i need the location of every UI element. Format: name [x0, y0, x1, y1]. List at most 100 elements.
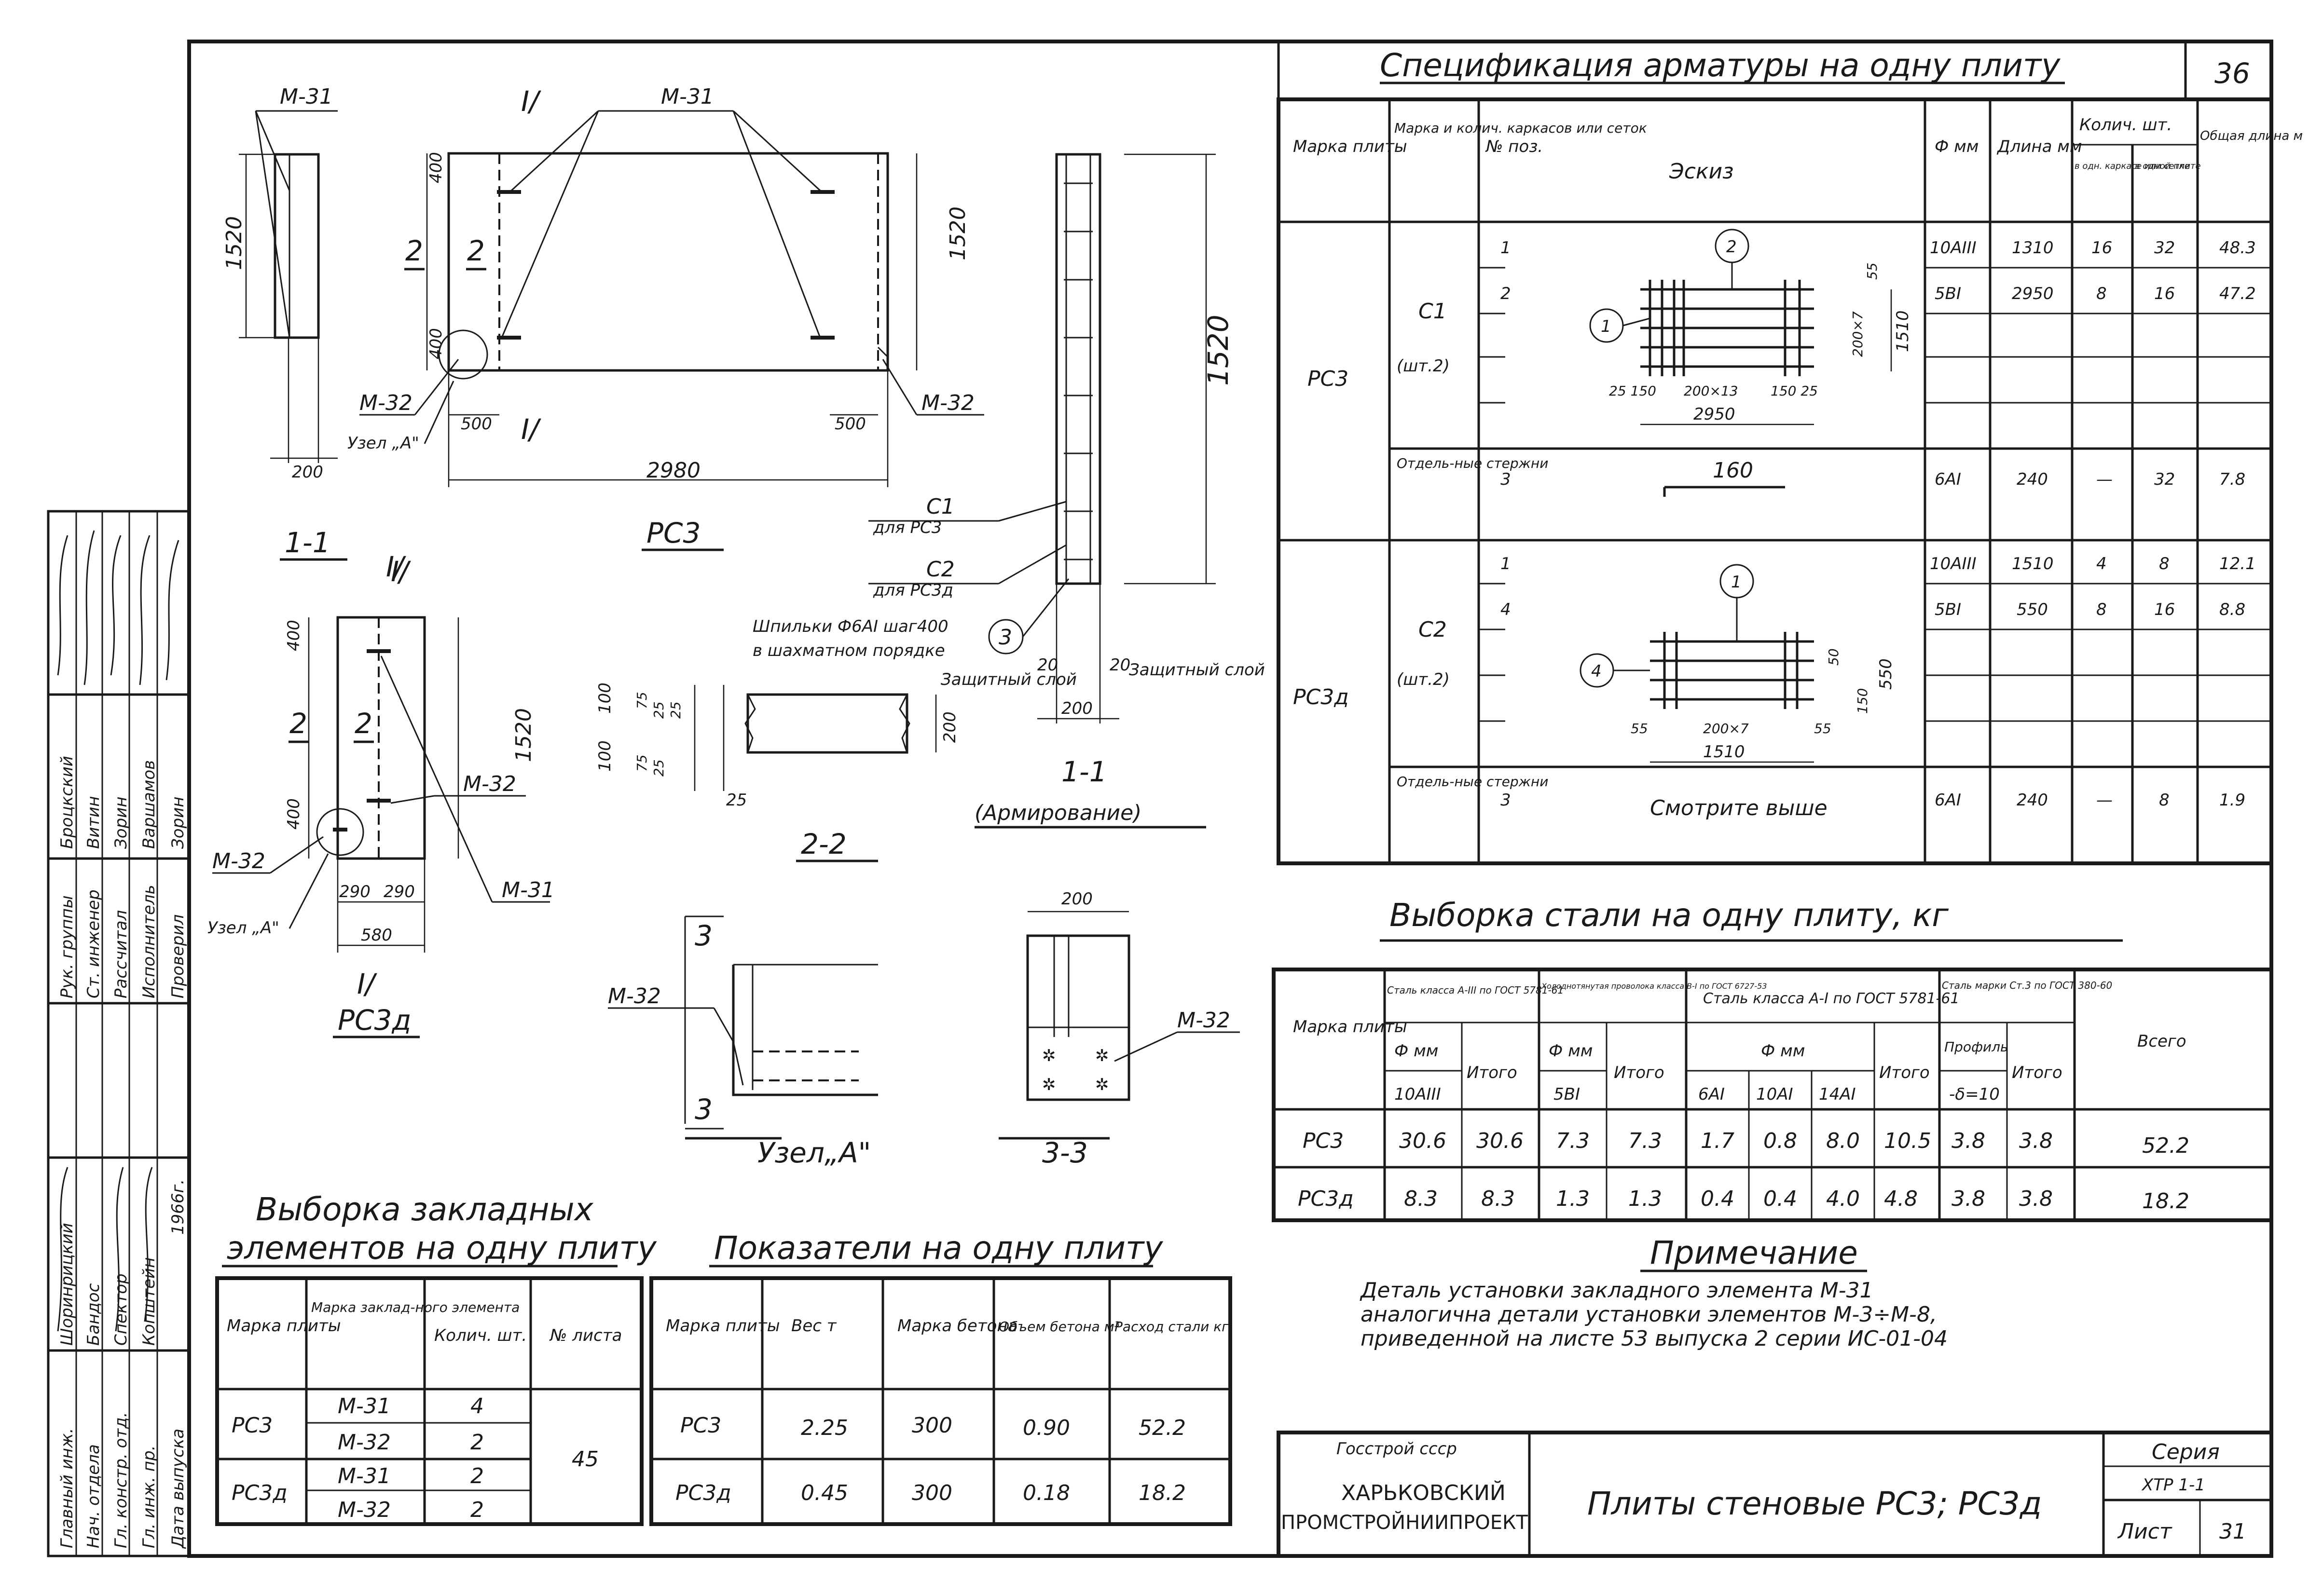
- ind-r1-plate: РС3: [680, 1413, 721, 1438]
- dim-1520-arm: 1520: [1202, 314, 1235, 386]
- embed-r1-plate: РС3: [232, 1413, 273, 1438]
- dim-550-c2: 550: [1876, 658, 1896, 690]
- spec-pos-3: 3: [1500, 470, 1511, 489]
- steel-h-itogo-4: Итого: [2012, 1063, 2062, 1082]
- label-m32-d: М-32: [463, 772, 516, 796]
- label-m32-node: М-32: [608, 984, 661, 1009]
- stamp2-role-1: Главный инж.: [57, 1428, 77, 1548]
- stamp2-name-3: Спектор: [111, 1273, 131, 1346]
- section-3-3: ✲ ✲ ✲ ✲ 200 М-32 3-3: [999, 889, 1240, 1169]
- steel-sub-5: 14АI: [1819, 1085, 1856, 1104]
- protect-layer-right: Защитный слой: [1129, 660, 1265, 680]
- label-m31-top: М-31: [661, 84, 714, 109]
- steel-r1-plate: РС3: [1303, 1129, 1344, 1153]
- dim-150-c2: 150: [1855, 688, 1870, 714]
- embed-r1-el: М-31: [338, 1394, 391, 1419]
- steel-title: Выборка стали на одну плиту, кг: [1389, 897, 1949, 934]
- note-line-1: Деталь установки закладного элемента М-3…: [1360, 1278, 1873, 1303]
- label-2-left: 2: [405, 234, 423, 267]
- spec-pos-4: 1: [1500, 554, 1511, 573]
- ind-r1-w: 2.25: [801, 1416, 848, 1440]
- spec-len-3: 240: [2017, 470, 2048, 489]
- spec-len-5: 550: [2017, 600, 2048, 619]
- stamp-role-2: Ст. инженер: [84, 889, 103, 998]
- steel-h-g1: Сталь класса А-III по ГОСТ 5781-61: [1387, 984, 1564, 996]
- node-a-circle: [438, 329, 488, 380]
- spec-h-len: Длина мм: [1996, 137, 2082, 156]
- steel-h-g4: Сталь марки Ст.3 по ГОСТ 380-60: [1942, 980, 2112, 991]
- ind-h-plate: Марка плиты: [666, 1316, 780, 1336]
- sketch-c1-mesh: 1 2 2950 25 150 200×13 150 25 200×7 55 1…: [1589, 229, 1912, 425]
- spec-dia-5: 5ВI: [1935, 600, 1961, 619]
- dim-2980: 2980: [646, 458, 701, 483]
- spec-see-above: Смотрите выше: [1650, 796, 1828, 820]
- weld-mark-2: ✲: [1095, 1046, 1109, 1065]
- stamp-role-1: Рук. группы: [57, 895, 77, 998]
- stamp-name-2: Витин: [84, 796, 103, 849]
- dim-400-top: 400: [426, 152, 446, 183]
- spec-n1-6: —: [2096, 791, 2113, 810]
- spec-dia-1: 10АIII: [1930, 238, 1977, 258]
- pins-note-2: в шахматном порядке: [753, 641, 945, 660]
- label-m32-d-left: М-32: [212, 849, 265, 873]
- steel-r1-v2: 30.6: [1476, 1129, 1524, 1153]
- ind-r1-s: 52.2: [1139, 1416, 1186, 1440]
- dim-step-7-c2: 200×7: [1703, 721, 1749, 737]
- steel-sub-6: -δ=10: [1949, 1085, 2000, 1104]
- steel-h-total: Всего: [2137, 1032, 2186, 1051]
- dim-55-c2-right: 55: [1814, 721, 1831, 737]
- dim-1510-c1: 1510: [1893, 310, 1912, 352]
- stamp2-role-5: Дата выпуска: [168, 1429, 188, 1549]
- spec-total-1: 48.3: [2219, 238, 2256, 258]
- spec-n1-2: 8: [2096, 284, 2107, 303]
- dim-1520-d: 1520: [511, 708, 536, 762]
- cut-3-bottom: 3: [695, 1093, 713, 1126]
- spec-pos-1: 1: [1500, 238, 1511, 258]
- dim-25-22: 25: [726, 791, 747, 810]
- title-section-3-3: 3-3: [1042, 1136, 1088, 1169]
- spec-count-c1: (шт.2): [1397, 356, 1450, 376]
- cut-mark-top: I/: [521, 85, 541, 118]
- label-m32-33: М-32: [1177, 1008, 1230, 1033]
- steel-h-itogo-1: Итого: [1467, 1063, 1517, 1082]
- svg-text:1: 1: [1601, 317, 1611, 336]
- ind-r2-plate: РС3д: [675, 1481, 731, 1505]
- label-node-a: Узел „А": [347, 434, 419, 453]
- stamp2-role-3: Гл. констр. отд.: [111, 1412, 131, 1548]
- spec-n1-1: 16: [2091, 238, 2112, 258]
- org-line-3: ПРОМСТРОЙНИИПРОЕКТ: [1281, 1511, 1528, 1534]
- label-node-a-d: Узел „А": [207, 918, 279, 938]
- steel-r1-v1: 30.6: [1399, 1129, 1446, 1153]
- dim-20-right: 20: [1110, 655, 1130, 675]
- stamp-name-1: Броцкский: [57, 756, 77, 849]
- dim-25-a: 25: [651, 701, 667, 719]
- steel-r1-total: 52.2: [2142, 1133, 2189, 1158]
- label-m32-left: М-32: [359, 391, 412, 415]
- spec-len-4: 1510: [2012, 554, 2054, 573]
- embed-r2-el: М-32: [338, 1430, 391, 1455]
- cut-mark-bottom: I/: [521, 413, 541, 446]
- spec-h-count: Колич. шт.: [2079, 115, 2172, 135]
- title-block: Госстрой ссср ХАРЬКОВСКИЙ ПРОМСТРОЙНИИПР…: [1277, 1431, 2273, 1558]
- spec-dia-4: 10АIII: [1930, 554, 1977, 573]
- label-2-right: 2: [467, 234, 485, 267]
- sheet-label: Лист: [2117, 1519, 2172, 1544]
- spec-h-sketch: Эскиз: [1669, 159, 1733, 184]
- spec-plate-rs3d: РС3д: [1293, 685, 1349, 709]
- page-number: 36: [2214, 57, 2250, 90]
- dim-500-left: 500: [461, 414, 492, 434]
- dim-100-bottom: 100: [595, 740, 615, 772]
- spec-mark-c2: С2: [1418, 617, 1447, 642]
- title-rs3d: РС3д: [338, 1004, 411, 1037]
- dim-50-c2: 50: [1826, 648, 1842, 666]
- spec-h-mark: Марка и колич. каркасов или сеток: [1394, 120, 1647, 136]
- spec-h-sub1: в одн. каркасе или сетке: [2075, 161, 2190, 171]
- spec-n2-2: 16: [2154, 284, 2175, 303]
- embed-table: Выборка закладных элементов на одну плит…: [215, 1191, 657, 1526]
- dim-75-top: 75: [634, 692, 650, 709]
- weld-mark-1: ✲: [1042, 1046, 1056, 1065]
- stamp2-role-2: Нач. отдела: [84, 1444, 103, 1548]
- ind-r1-v: 0.90: [1023, 1416, 1070, 1440]
- ind-h-steel: Расход стали кг: [1114, 1319, 1229, 1335]
